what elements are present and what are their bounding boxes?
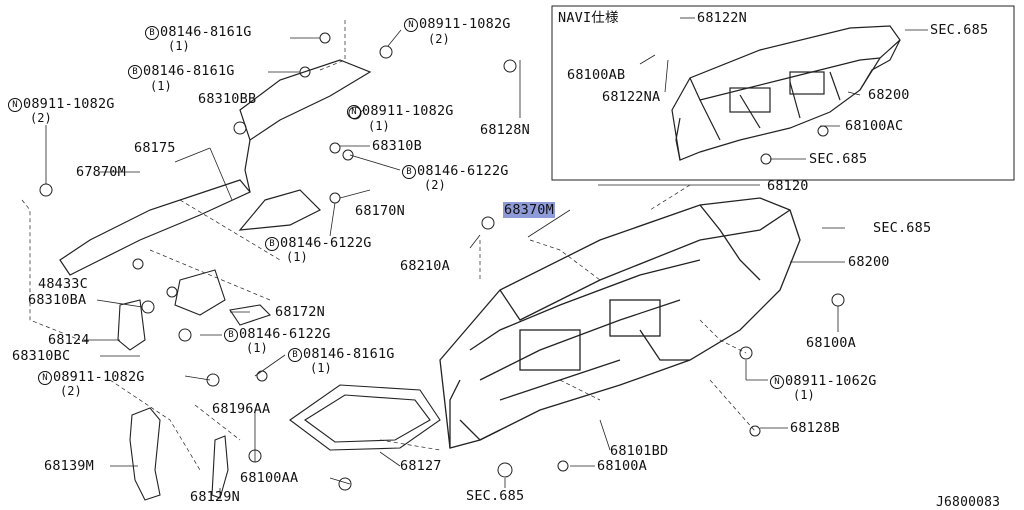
inset-dashboard [671, 25, 901, 161]
callout-part-number: 08911-1082G [23, 96, 115, 112]
label-68196aa: 68196AA [212, 401, 271, 417]
inset-label-sec685-top: SEC.685 [930, 22, 989, 38]
steering-member [59, 59, 372, 276]
callout-part-number: 08911-1082G [53, 369, 145, 385]
callout-symbol: B [288, 348, 302, 362]
callout-part-number: 08146-8161G [160, 24, 252, 40]
inset-label-68100ab: 68100AB [567, 67, 626, 83]
label-68210a: 68210A [400, 258, 450, 274]
callout-symbol: N [38, 371, 52, 385]
label-68310b: 68310B [372, 138, 422, 154]
label-sec685-bottom: SEC.685 [466, 488, 525, 504]
highlight-mark: 68370M [503, 202, 555, 218]
callout-qty: (2) [30, 111, 52, 125]
callout-qty: (1) [286, 250, 308, 264]
label-68175: 68175 [134, 140, 176, 156]
callout-symbol: N [347, 105, 361, 119]
label-68100a-right: 68100A [806, 335, 856, 351]
dashed-guides [21, 20, 756, 471]
label-68100aa: 68100AA [240, 470, 299, 486]
leader-lines [45, 29, 845, 498]
inset-leaders [639, 17, 928, 160]
inset-frame [551, 5, 1015, 181]
label-68100a-bottom: 68100A [597, 458, 647, 474]
label-68120: 68120 [767, 178, 809, 194]
inset-label-68100ac: 68100AC [845, 118, 904, 134]
callout-part-number: 08146-6122G [239, 326, 331, 342]
inset-label-68200: 68200 [868, 87, 910, 103]
callout-part-number: 08146-8161G [303, 346, 395, 362]
label-68129n: 68129N [190, 489, 240, 505]
callout-part-number: 08911-1082G [419, 16, 511, 32]
callout-symbol: B [265, 237, 279, 251]
inset-label-68122na: 68122NA [602, 89, 661, 105]
label-48433c: 48433C [38, 276, 88, 292]
callout-qty: (1) [150, 79, 172, 93]
inset-label-68122n: 68122N [697, 10, 747, 26]
label-68310ba: 68310BA [28, 292, 87, 308]
callout-qty: (1) [368, 119, 390, 133]
main-dashboard [439, 197, 801, 449]
callout-part-number: 08146-6122G [280, 235, 372, 251]
callout-qty: (2) [428, 32, 450, 46]
callout-part-number: 08911-1062G [785, 373, 877, 389]
callout-part-number: 08911-1082G [362, 103, 454, 119]
label-68310bb: 68310BB [198, 91, 257, 107]
callout-symbol: B [145, 26, 159, 40]
inset-title: NAVI仕様 [558, 10, 619, 26]
callout-qty: (1) [246, 341, 268, 355]
lower-parts [117, 269, 441, 501]
label-68170n: 68170N [355, 203, 405, 219]
label-68128n: 68128N [480, 122, 530, 138]
callout-qty: (1) [310, 361, 332, 375]
callout-symbol: N [404, 18, 418, 32]
label-68370m: 68370M [503, 202, 555, 218]
callout-symbol: N [770, 375, 784, 389]
label-68310bc: 68310BC [12, 348, 71, 364]
callout-symbol: B [402, 165, 416, 179]
label-68139m: 68139M [44, 458, 94, 474]
label-68127: 68127 [400, 458, 442, 474]
label-sec685-right: SEC.685 [873, 220, 932, 236]
callout-qty: (2) [60, 384, 82, 398]
label-68200: 68200 [848, 254, 890, 270]
label-68101bd: 68101BD [610, 443, 669, 459]
callout-symbol: N [8, 98, 22, 112]
label-68124: 68124 [48, 332, 90, 348]
label-67870m: 67870M [76, 164, 126, 180]
callout-qty: (1) [168, 39, 190, 53]
callout-symbol: B [224, 328, 238, 342]
label-68128b: 68128B [790, 420, 840, 436]
inset-label-sec685-bottom: SEC.685 [809, 151, 868, 167]
diagram-id: J6800083 [936, 495, 1001, 510]
label-68172n: 68172N [275, 304, 325, 320]
callout-part-number: 08146-8161G [143, 63, 235, 79]
callout-part-number: 08146-6122G [417, 163, 509, 179]
fasteners [39, 32, 845, 491]
callout-qty: (1) [793, 388, 815, 402]
callout-symbol: B [128, 65, 142, 79]
callout-qty: (2) [424, 178, 446, 192]
